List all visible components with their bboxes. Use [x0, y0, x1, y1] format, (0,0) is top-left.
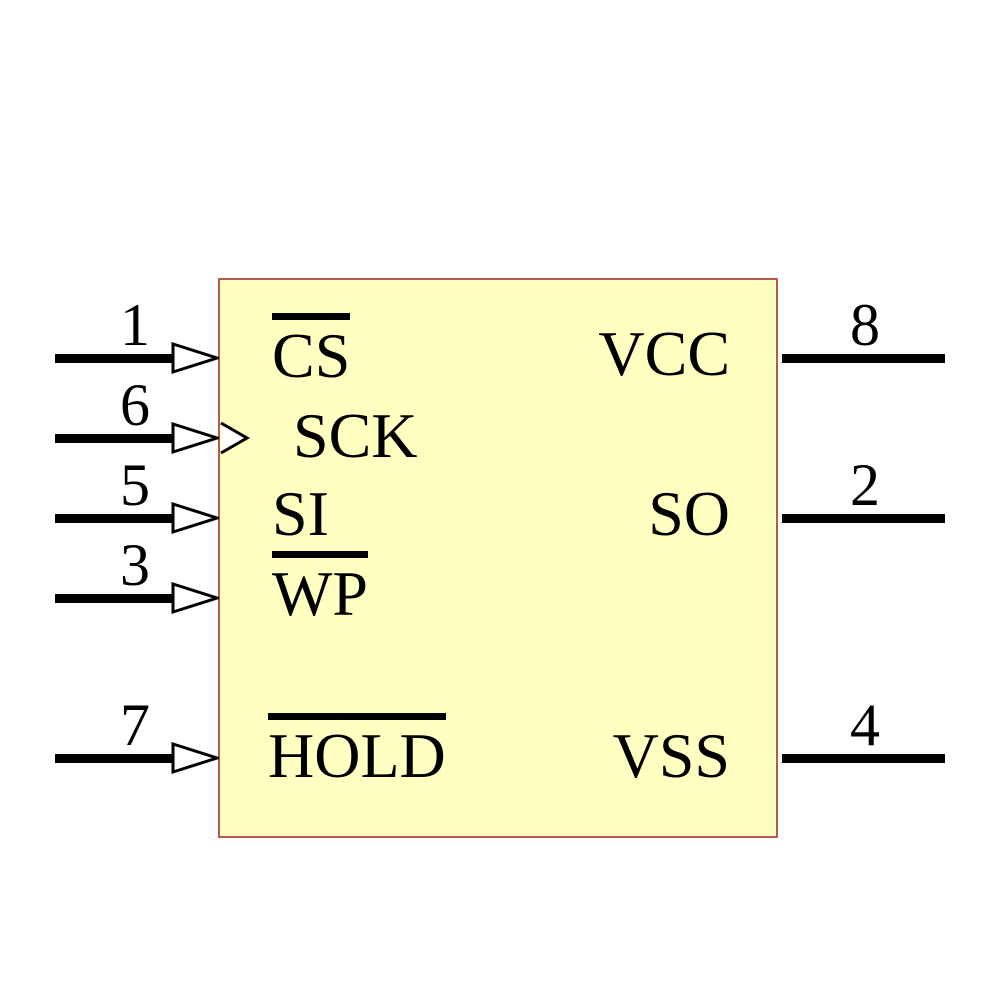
ic-body	[218, 278, 778, 838]
input-arrow-icon	[171, 501, 219, 535]
clock-input-icon	[220, 421, 251, 455]
pin-label-vss: VSS	[612, 720, 730, 791]
pin-wire-5	[55, 514, 180, 523]
input-arrow-icon	[171, 421, 219, 455]
pin-number-7: 7	[120, 692, 150, 758]
input-arrow-icon	[171, 341, 219, 375]
pin-wire-1	[55, 354, 180, 363]
pin-label-sck: SCK	[293, 400, 418, 471]
pin-label-si: SI	[272, 478, 329, 549]
pin-number-4: 4	[850, 692, 880, 758]
input-arrow-icon	[171, 741, 219, 775]
pin-wire-6	[55, 434, 180, 443]
pin-wire-3	[55, 594, 180, 603]
pin-label-cs: CS	[272, 313, 351, 388]
pin-number-1: 1	[120, 292, 150, 358]
pin-label-wp: WP	[272, 551, 368, 626]
pin-label-so: SO	[648, 478, 730, 549]
pin-wire-2	[782, 514, 945, 523]
pin-number-5: 5	[120, 452, 150, 518]
pin-label-hold: HOLD	[268, 713, 446, 788]
pin-label-vcc: VCC	[598, 318, 730, 389]
pin-number-2: 2	[850, 452, 880, 518]
pin-wire-4	[782, 754, 945, 763]
pin-number-6: 6	[120, 372, 150, 438]
pin-number-8: 8	[850, 292, 880, 358]
input-arrow-icon	[171, 581, 219, 615]
pin-number-3: 3	[120, 532, 150, 598]
pin-wire-8	[782, 354, 945, 363]
pin-wire-7	[55, 754, 180, 763]
